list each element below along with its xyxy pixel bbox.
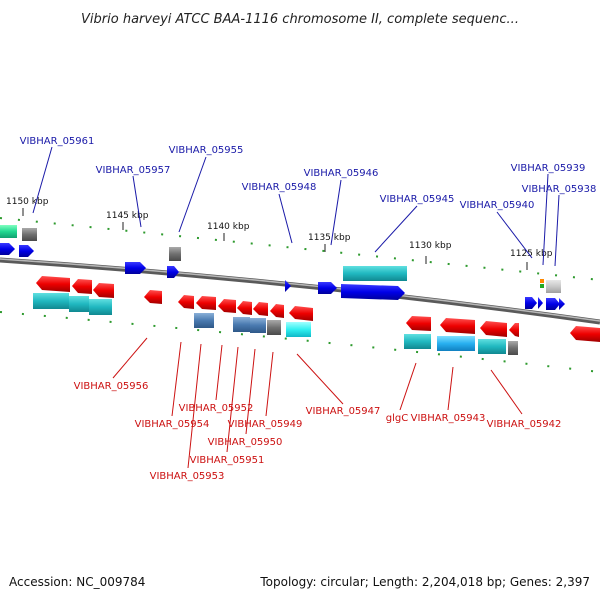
- gene-arrow[interactable]: [72, 279, 92, 294]
- gene-label-bottom[interactable]: VIBHAR_05953: [150, 471, 225, 482]
- gene-label-bottom[interactable]: glgC: [386, 413, 408, 424]
- gene-arrow[interactable]: [270, 304, 284, 318]
- gene-feature[interactable]: [343, 266, 407, 281]
- gene-arrow[interactable]: [480, 321, 507, 337]
- gene-arrow[interactable]: [144, 290, 162, 304]
- gene-label-bottom[interactable]: VIBHAR_05950: [208, 437, 283, 448]
- gene-label-top[interactable]: VIBHAR_05945: [380, 194, 455, 205]
- gene-arrow[interactable]: [19, 245, 34, 257]
- gene-label-top[interactable]: VIBHAR_05939: [511, 163, 586, 174]
- gene-arrow[interactable]: [36, 276, 70, 292]
- gene-feature[interactable]: [540, 279, 544, 283]
- gene-feature[interactable]: [22, 228, 37, 241]
- gene-feature[interactable]: [69, 296, 89, 312]
- tick-label: 1145 kbp: [106, 211, 149, 221]
- gene-label-top[interactable]: VIBHAR_05940: [460, 200, 535, 211]
- gene-label-bottom[interactable]: VIBHAR_05943: [411, 413, 486, 424]
- gene-arrow[interactable]: [0, 243, 15, 255]
- gene-label-bottom[interactable]: VIBHAR_05954: [135, 419, 210, 430]
- map-title: Vibrio harveyi ATCC BAA-1116 chromosome …: [81, 12, 519, 27]
- gene-feature[interactable]: [169, 247, 181, 261]
- accession-text: Accession: NC_009784: [9, 575, 145, 589]
- gene-label-bottom[interactable]: VIBHAR_05947: [306, 406, 381, 417]
- gene-feature[interactable]: [194, 313, 214, 328]
- genome-backbone: [0, 257, 600, 325]
- gene-label-top[interactable]: VIBHAR_05955: [169, 145, 244, 156]
- gene-arrow[interactable]: [218, 299, 236, 313]
- tick-label: 1150 kbp: [6, 197, 49, 207]
- tick-label: 1135 kbp: [308, 233, 351, 243]
- gene-arrow[interactable]: [570, 326, 600, 342]
- gene-arrow[interactable]: [559, 298, 565, 310]
- gene-arrow[interactable]: [406, 316, 431, 331]
- backbone-highlight: [0, 258, 600, 322]
- gene-label-bottom[interactable]: VIBHAR_05956: [74, 381, 149, 392]
- gene-arrow[interactable]: [253, 302, 268, 316]
- gene-feature[interactable]: [437, 336, 475, 351]
- gene-label-top[interactable]: VIBHAR_05938: [522, 184, 597, 195]
- gene-label-top[interactable]: VIBHAR_05961: [20, 136, 95, 147]
- tick-label: 1130 kbp: [409, 241, 452, 251]
- gene-label-bottom[interactable]: VIBHAR_05949: [228, 419, 303, 430]
- gene-label-bottom[interactable]: VIBHAR_05952: [179, 403, 254, 414]
- gene-label-top[interactable]: VIBHAR_05948: [242, 182, 317, 193]
- gene-feature[interactable]: [250, 318, 266, 333]
- gene-feature[interactable]: [286, 322, 311, 337]
- gene-arrow[interactable]: [440, 318, 475, 334]
- gene-feature[interactable]: [546, 280, 561, 293]
- gene-arrow[interactable]: [125, 262, 146, 274]
- gene-feature[interactable]: [267, 320, 281, 335]
- topology-info: Topology: circular; Length: 2,204,018 bp…: [259, 575, 590, 589]
- gene-arrow[interactable]: [341, 284, 405, 300]
- gene-arrow[interactable]: [509, 323, 519, 337]
- gene-arrow[interactable]: [167, 266, 179, 278]
- gene-label-top[interactable]: VIBHAR_05946: [304, 168, 379, 179]
- gene-arrow[interactable]: [538, 297, 543, 309]
- gene-label-bottom[interactable]: VIBHAR_05951: [190, 455, 265, 466]
- gene-arrow[interactable]: [525, 297, 537, 309]
- gene-arrow[interactable]: [546, 298, 560, 310]
- gene-label-top[interactable]: VIBHAR_05957: [96, 165, 171, 176]
- gene-feature[interactable]: [233, 317, 250, 332]
- gene-arrow[interactable]: [237, 301, 252, 315]
- gene-feature[interactable]: [33, 293, 69, 309]
- gene-feature[interactable]: [0, 225, 17, 238]
- gene-feature[interactable]: [89, 299, 112, 315]
- gene-arrow[interactable]: [93, 283, 114, 298]
- tick-label: 1140 kbp: [207, 222, 250, 232]
- bottom-leader-lines: [112, 337, 523, 469]
- gene-arrow[interactable]: [178, 295, 194, 309]
- gene-arrow[interactable]: [196, 296, 216, 310]
- top-leader-lines: [32, 146, 560, 267]
- gene-feature[interactable]: [540, 284, 544, 288]
- tick-label: 1125 kbp: [510, 249, 553, 259]
- gene-feature[interactable]: [508, 341, 518, 355]
- gene-arrow[interactable]: [289, 306, 313, 321]
- gene-arrow[interactable]: [285, 280, 291, 292]
- gene-feature[interactable]: [478, 339, 506, 354]
- gene-arrow[interactable]: [318, 282, 337, 294]
- gene-label-bottom[interactable]: VIBHAR_05942: [487, 419, 562, 430]
- gene-feature[interactable]: [404, 334, 431, 349]
